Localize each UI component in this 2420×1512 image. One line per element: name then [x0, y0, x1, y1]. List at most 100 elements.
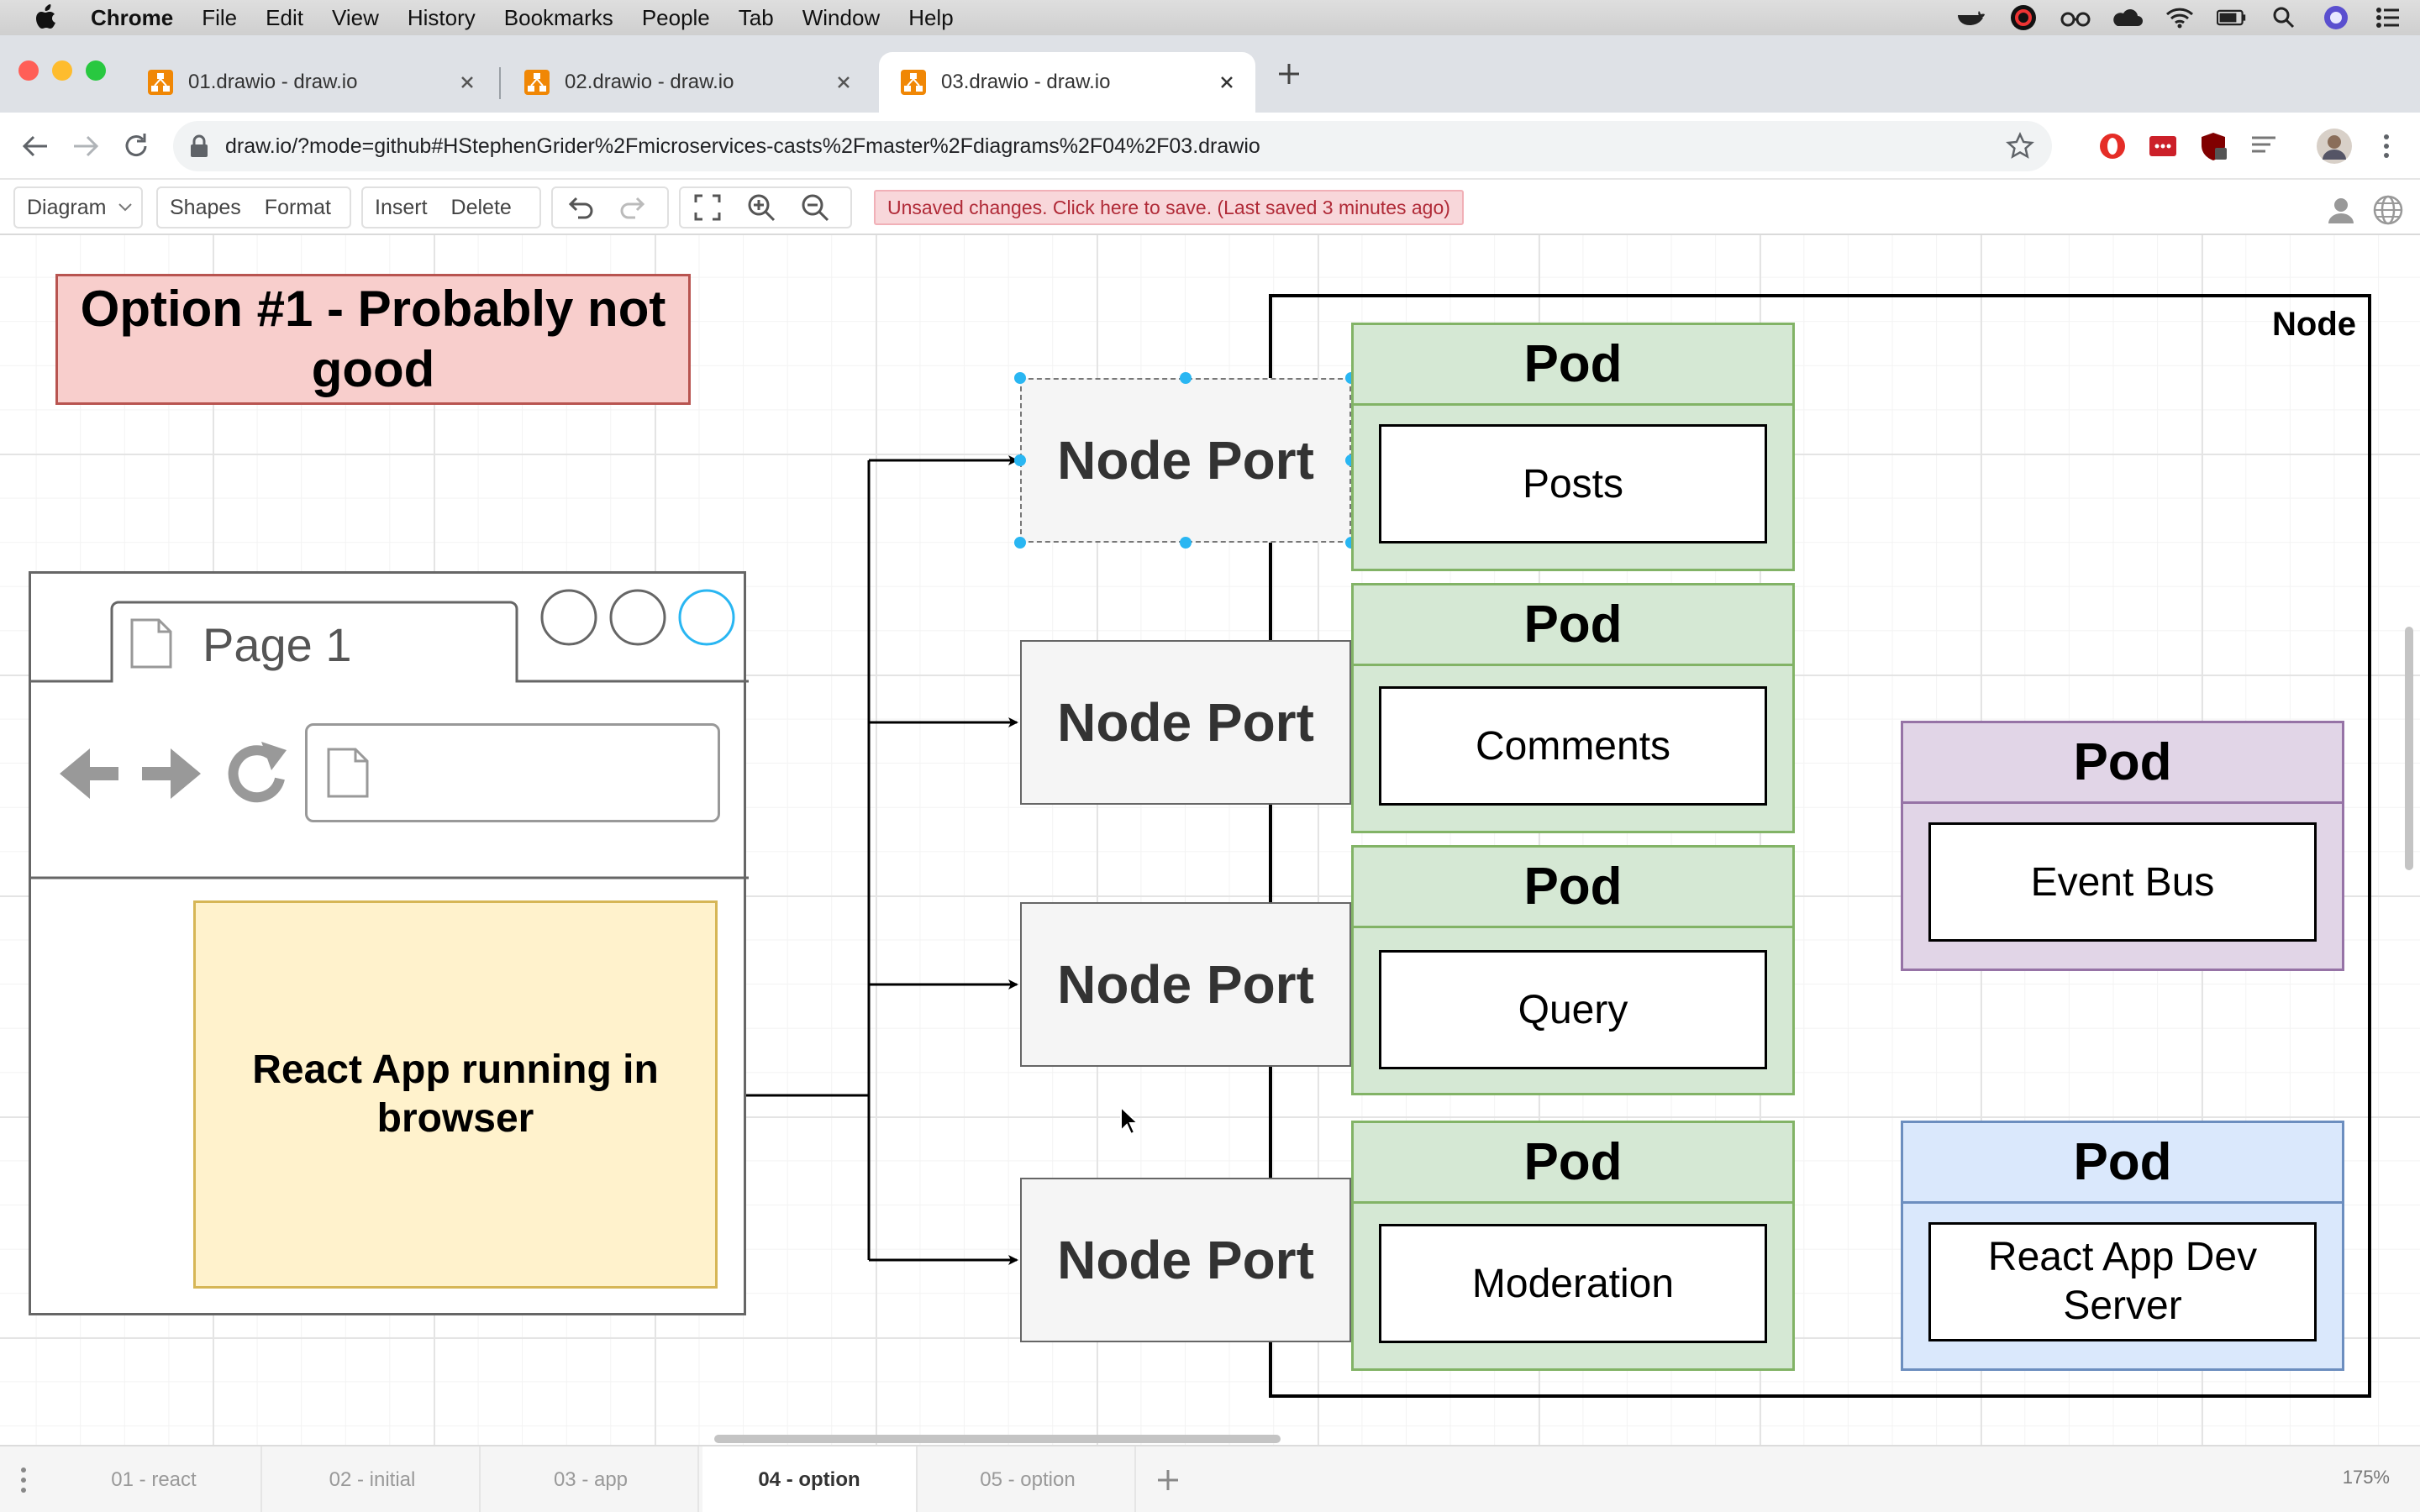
- menu-tab[interactable]: Tab: [738, 4, 774, 30]
- window-minimize-button[interactable]: [52, 60, 72, 81]
- pod-react-dev-server[interactable]: Pod React App Dev Server: [1901, 1121, 2344, 1371]
- mac-menu-bar: Chrome File Edit View History Bookmarks …: [0, 0, 2420, 35]
- new-tab-plus-icon[interactable]: [1274, 59, 1304, 89]
- window-close-button[interactable]: [18, 60, 39, 81]
- drawio-favicon-icon: [901, 70, 926, 95]
- service-posts[interactable]: Posts: [1379, 424, 1767, 543]
- menu-view[interactable]: View: [331, 4, 379, 30]
- cloud-icon[interactable]: [2112, 4, 2143, 31]
- page-tab-04-option[interactable]: 04 - option: [702, 1446, 918, 1512]
- node-port-query[interactable]: Node Port: [1020, 902, 1351, 1067]
- ublock-extension-icon[interactable]: [2196, 129, 2230, 163]
- tab-02-drawio[interactable]: 02.drawio - draw.io: [502, 52, 872, 113]
- notification-center-icon[interactable]: [2373, 4, 2403, 31]
- reload-icon[interactable]: [119, 129, 153, 163]
- pod-moderation[interactable]: Pod Moderation: [1351, 1121, 1795, 1371]
- menu-file[interactable]: File: [202, 4, 238, 30]
- zoom-level[interactable]: 175%: [2342, 1467, 2390, 1488]
- creative-cloud-icon[interactable]: [2008, 4, 2039, 31]
- pod-query[interactable]: Pod Query: [1351, 845, 1795, 1095]
- pages-menu-kebab-icon[interactable]: [13, 1463, 34, 1497]
- user-icon[interactable]: [2324, 193, 2358, 227]
- delete-button[interactable]: Delete: [450, 195, 512, 219]
- resize-handle[interactable]: [1180, 372, 1192, 384]
- service-comments[interactable]: Comments: [1379, 686, 1767, 806]
- window-zoom-button[interactable]: [86, 60, 106, 81]
- service-event-bus[interactable]: Event Bus: [1928, 822, 2317, 942]
- add-page-plus-icon[interactable]: [1151, 1463, 1185, 1497]
- diagram-menu[interactable]: Diagram: [13, 186, 143, 228]
- menu-history[interactable]: History: [407, 4, 476, 30]
- insert-button[interactable]: Insert: [375, 195, 428, 219]
- siri-icon[interactable]: [2321, 4, 2351, 31]
- resize-handle[interactable]: [1180, 537, 1192, 549]
- window-circle-button[interactable]: [609, 589, 666, 646]
- language-globe-icon[interactable]: [2371, 193, 2405, 227]
- fullscreen-icon[interactable]: [691, 191, 724, 224]
- lock-icon[interactable]: [188, 134, 210, 159]
- tab-03-drawio[interactable]: 03.drawio - draw.io: [879, 52, 1255, 113]
- pod-event-bus[interactable]: Pod Event Bus: [1901, 721, 2344, 971]
- bookmark-star-icon[interactable]: [2005, 131, 2035, 161]
- zoom-in-icon[interactable]: [744, 191, 778, 224]
- lastpass-extension-icon[interactable]: [2146, 129, 2180, 163]
- battery-icon[interactable]: [2217, 4, 2247, 31]
- reader-extension-icon[interactable]: [2247, 129, 2281, 163]
- apple-icon[interactable]: [32, 4, 62, 31]
- resize-handle[interactable]: [1014, 372, 1026, 384]
- menu-help[interactable]: Help: [908, 4, 954, 30]
- service-react-dev-server[interactable]: React App Dev Server: [1928, 1222, 2317, 1341]
- address-bar[interactable]: draw.io/?mode=github#HStephenGrider%2Fmi…: [173, 121, 2052, 171]
- opera-extension-icon[interactable]: [2096, 129, 2129, 163]
- menu-window[interactable]: Window: [802, 4, 881, 30]
- undo-icon[interactable]: [563, 191, 597, 224]
- pod-comments[interactable]: Pod Comments: [1351, 583, 1795, 833]
- pod-posts[interactable]: Pod Posts: [1351, 323, 1795, 571]
- node-container[interactable]: Node: [1269, 294, 2371, 1398]
- mockup-address-field[interactable]: [305, 723, 720, 822]
- unsaved-changes-banner[interactable]: Unsaved changes. Click here to save. (La…: [874, 190, 1464, 225]
- wifi-icon[interactable]: [2165, 4, 2195, 31]
- zoom-out-icon[interactable]: [798, 191, 832, 224]
- tab-close-icon[interactable]: [1215, 71, 1239, 94]
- node-port-label: Node Port: [1057, 954, 1314, 1015]
- menu-app-chrome[interactable]: Chrome: [91, 4, 174, 30]
- format-button[interactable]: Format: [264, 195, 331, 219]
- glasses-icon[interactable]: [2060, 4, 2091, 31]
- shapes-button[interactable]: Shapes: [170, 195, 241, 219]
- option-title-box[interactable]: Option #1 - Probably not good: [55, 274, 691, 405]
- spotlight-search-icon[interactable]: [2269, 4, 2299, 31]
- page-tab-05-option[interactable]: 05 - option: [921, 1446, 1136, 1512]
- page-tab-03-app[interactable]: 03 - app: [484, 1446, 699, 1512]
- react-app-label: React App running in browser: [252, 1047, 659, 1141]
- docker-icon[interactable]: [1956, 4, 1986, 31]
- menu-edit[interactable]: Edit: [266, 4, 303, 30]
- tab-close-icon[interactable]: [832, 71, 855, 94]
- chrome-menu-kebab-icon[interactable]: [2370, 129, 2403, 163]
- back-arrow-icon[interactable]: [18, 129, 52, 163]
- react-app-box[interactable]: React App running in browser: [193, 900, 718, 1289]
- page-tab-01-react[interactable]: 01 - react: [47, 1446, 262, 1512]
- menu-bookmarks[interactable]: Bookmarks: [503, 4, 613, 30]
- tab-01-drawio[interactable]: 01.drawio - draw.io: [126, 52, 496, 113]
- forward-arrow-icon[interactable]: [69, 129, 103, 163]
- vertical-scrollbar[interactable]: [2405, 627, 2413, 870]
- redo-icon[interactable]: [617, 191, 650, 224]
- tab-close-icon[interactable]: [455, 71, 479, 94]
- window-circle-button[interactable]: [678, 589, 735, 646]
- profile-avatar[interactable]: [2316, 128, 2353, 165]
- node-port-moderation[interactable]: Node Port: [1020, 1178, 1351, 1342]
- service-moderation[interactable]: Moderation: [1379, 1224, 1767, 1343]
- diagram-canvas[interactable]: Option #1 - Probably not good Node Node …: [0, 235, 2420, 1445]
- node-port-comments[interactable]: Node Port: [1020, 640, 1351, 805]
- tab-title: 01.drawio - draw.io: [188, 71, 358, 93]
- horizontal-scrollbar[interactable]: [714, 1435, 1281, 1443]
- menu-people[interactable]: People: [641, 4, 710, 30]
- page-tab-02-initial[interactable]: 02 - initial: [266, 1446, 481, 1512]
- resize-handle[interactable]: [1014, 537, 1026, 549]
- url-text: draw.io/?mode=github#HStephenGrider%2Fmi…: [225, 134, 1260, 158]
- resize-handle[interactable]: [1014, 454, 1026, 466]
- window-circle-button[interactable]: [540, 589, 597, 646]
- service-query[interactable]: Query: [1379, 950, 1767, 1069]
- node-port-posts[interactable]: Node Port: [1020, 378, 1351, 543]
